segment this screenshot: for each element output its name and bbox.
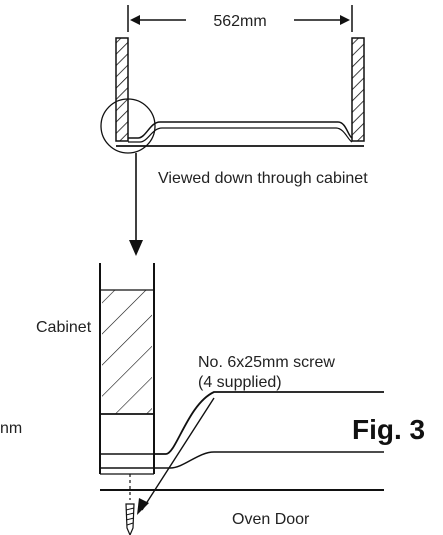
top-view-caption: Viewed down through cabinet xyxy=(158,170,368,187)
oven-door-label: Oven Door xyxy=(232,511,310,528)
width-dimension-label: 562mm xyxy=(213,13,266,30)
screw-icon xyxy=(125,503,135,535)
screw-label-line1: No. 6x25mm screw xyxy=(198,354,335,371)
left-clipped-label: nm xyxy=(0,420,22,437)
oven-flange-inner xyxy=(128,127,353,143)
screw-label-line2: (4 supplied) xyxy=(198,374,282,391)
detail-arrow-head xyxy=(129,240,143,256)
oven-flange-top xyxy=(128,121,353,139)
cabinet-wall-left xyxy=(115,37,129,142)
cabinet-wall-right xyxy=(351,37,365,142)
figure-label: Fig. 3 xyxy=(352,414,425,445)
cabinet-hatched-section xyxy=(102,290,152,414)
screw-pointer-head xyxy=(137,498,149,515)
oven-flange-detail-lower xyxy=(100,451,384,469)
cabinet-label: Cabinet xyxy=(36,319,92,336)
detail-circle xyxy=(100,98,156,154)
screw-pointer-line xyxy=(141,397,215,511)
top-view: 562mm Viewed down through cabinet xyxy=(100,5,368,187)
oven-flange-detail xyxy=(154,391,384,455)
detail-view: Cabinet No. 6x25mm screw (4 supplied) nm… xyxy=(0,263,425,535)
